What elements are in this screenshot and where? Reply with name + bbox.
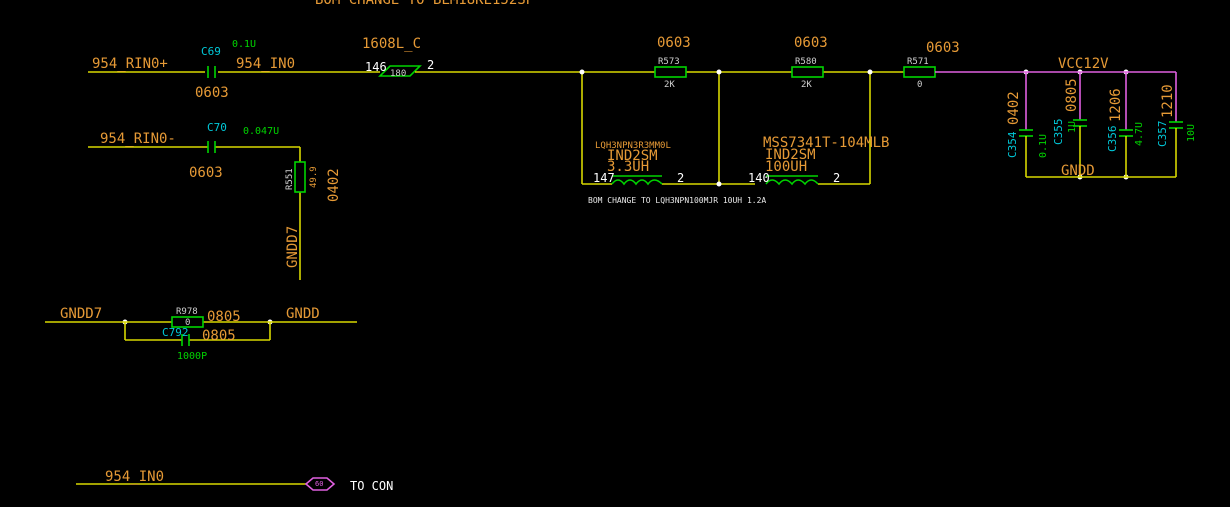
fb146-ref: 146: [365, 60, 387, 74]
l147-ref: 147: [593, 171, 615, 185]
c792-package: 0805: [202, 328, 236, 344]
c355-value: 1U: [1067, 121, 1078, 133]
fb146-value: 180: [390, 69, 406, 79]
net-label-rin0n: 954_RIN0-: [100, 131, 176, 147]
c69-ref: C69: [201, 45, 221, 58]
r580-ref: R580: [795, 57, 817, 67]
r551-package: 0402: [326, 168, 342, 202]
inductor-l147: [611, 175, 663, 186]
resistor-r580: [791, 66, 824, 78]
r580-value: 2K: [801, 80, 812, 90]
r580-package: 0603: [794, 35, 828, 51]
connector-port-symbol: [304, 477, 336, 491]
l140-footprint: IND2SM: [765, 147, 816, 163]
c69-package: 0603: [195, 85, 229, 101]
c70-ref: C70: [207, 121, 227, 134]
resistor-r571: [903, 66, 936, 78]
c357-ref: C357: [1156, 121, 1169, 148]
r573-ref: R573: [658, 57, 680, 67]
c357-package: 1210: [1160, 84, 1176, 118]
resistor-r551: [294, 161, 306, 193]
c356-package: 1206: [1108, 88, 1124, 122]
fb146-pin2: 2: [427, 58, 434, 72]
net-label-rin0p: 954_RIN0+: [92, 56, 168, 72]
net-label-vcc12v: VCC12V: [1058, 56, 1109, 72]
l147-value: 3.3UH: [607, 159, 649, 175]
l140-part: MSS7341T-104MLB: [763, 135, 889, 151]
top-bom-note: BOM CHANGE TO BLM18KE152SP: [315, 0, 534, 8]
l147-footprint: IND2SM: [607, 148, 658, 164]
l140-ref: 140: [748, 171, 770, 185]
c356-ref: C356: [1106, 126, 1119, 153]
l140-value: 100UH: [765, 159, 807, 175]
r571-value: 0: [917, 80, 922, 90]
r573-value: 2K: [664, 80, 675, 90]
capacitor-c357: [1169, 121, 1183, 129]
resistor-r978: [171, 316, 204, 328]
r571-package: 0603: [926, 40, 960, 56]
r978-package: 0805: [207, 309, 241, 325]
c70-value: 0.047U: [243, 126, 279, 137]
net-label-gndd-right: GNDD: [1061, 163, 1095, 179]
capacitor-c354: [1019, 129, 1033, 137]
r551-ref: R551: [285, 168, 295, 190]
c70-package: 0603: [189, 165, 223, 181]
net-label-in0: 954_IN0: [236, 56, 295, 72]
wire-inductor-branches: [581, 72, 871, 185]
r978-value: 0: [185, 318, 190, 328]
net-label-gndd7-vertical: GNDD7: [285, 226, 301, 268]
capacitor-c69: [207, 66, 216, 78]
l147-part: LQH3NPN3R3MM0L: [595, 141, 671, 151]
capacitor-c356: [1119, 129, 1133, 137]
c354-ref: C354: [1006, 131, 1019, 158]
inductor-l140: [765, 175, 819, 186]
connector-ref: 60: [315, 480, 323, 488]
wire-gndd-right: [1025, 126, 1177, 178]
c792-ref: C792: [162, 326, 189, 339]
c354-value: 0.1U: [1038, 134, 1049, 158]
wire-rin0n: [88, 146, 301, 280]
net-label-in0-bottom: 954_IN0: [105, 469, 164, 485]
wire-vcc12v: [935, 71, 1177, 130]
fb146-package: 1608L_C: [362, 36, 421, 52]
ferrite-bead-146: [378, 65, 422, 77]
wire-gnd-bridge: [45, 321, 357, 341]
net-label-gndd-horizontal: GNDD: [286, 306, 320, 322]
junction-dots: [122, 69, 1129, 325]
net-label-gndd7-horizontal: GNDD7: [60, 306, 102, 322]
capacitor-c70: [207, 141, 216, 153]
r573-package: 0603: [657, 35, 691, 51]
l140-pin2: 2: [833, 171, 840, 185]
r571-ref: R571: [907, 57, 929, 67]
c355-ref: C355: [1052, 119, 1065, 146]
r978-ref: R978: [176, 307, 198, 317]
resistor-r573: [654, 66, 687, 78]
c69-value: 0.1U: [232, 39, 256, 50]
l147-pin2: 2: [677, 171, 684, 185]
c356-value: 4.7U: [1134, 122, 1145, 146]
r551-value: 49.9: [309, 166, 319, 188]
c357-value: 10U: [1186, 124, 1197, 142]
bom-change-note: BOM CHANGE TO LQH3NPN100MJR 10UH 1.2A: [588, 196, 766, 205]
c355-package: 0805: [1064, 78, 1080, 112]
to-con-label: TO CON: [350, 479, 393, 493]
c354-package: 0402: [1006, 91, 1022, 125]
c792-value: 1000P: [177, 351, 207, 362]
capacitor-c792: [181, 334, 190, 346]
